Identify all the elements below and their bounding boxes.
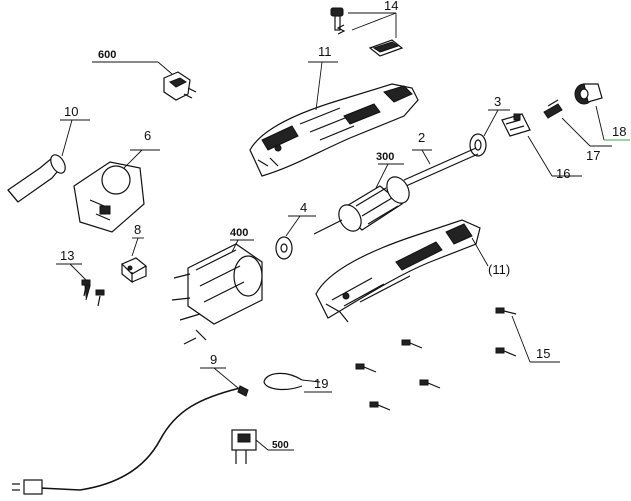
screw-f (369, 401, 391, 411)
label-9: 9 (210, 352, 217, 367)
screw-a (495, 307, 517, 315)
part-16-spindle-lock (501, 113, 582, 177)
label-13: 13 (60, 248, 74, 263)
part-17-collet (543, 99, 612, 147)
label-600: 600 (98, 49, 116, 61)
label-15: 15 (536, 346, 550, 361)
part-9-power-cord (12, 367, 249, 495)
screw-b (495, 347, 517, 357)
part-11-housing-upper (249, 61, 419, 177)
label-300: 300 (376, 151, 394, 163)
part-15-screws (355, 307, 560, 411)
part-11-housing-lower (315, 219, 489, 323)
part-400-stator (171, 239, 263, 345)
label-6: 6 (144, 128, 151, 143)
part-300-armature (313, 163, 410, 235)
part-2-shaft (403, 147, 479, 187)
part-8-terminal (120, 237, 148, 284)
label-18: 18 (612, 124, 626, 139)
label-10: 10 (64, 104, 78, 119)
label-11: 11 (318, 44, 332, 59)
label-400: 400 (230, 227, 248, 239)
screw-d (355, 363, 377, 373)
label-8: 8 (134, 222, 141, 237)
label-19: 19 (314, 376, 328, 391)
screw-c (401, 339, 423, 349)
part-600-plug (92, 61, 197, 101)
part-10-boot (7, 119, 90, 203)
screw-e (419, 379, 441, 389)
part-19-wire-clip (263, 372, 332, 393)
label-4: 4 (300, 200, 307, 215)
label-14: 14 (384, 0, 398, 13)
label-11-lower: (11) (488, 262, 510, 277)
label-500: 500 (272, 440, 289, 451)
part-13-screws (56, 263, 105, 307)
part-6-switch-bracket (73, 149, 160, 233)
label-17: 17 (586, 148, 600, 163)
label-2: 2 (418, 130, 425, 145)
part-500-switch (231, 429, 294, 464)
label-16: 16 (556, 166, 570, 181)
part-18-collet-nut (574, 83, 630, 141)
part-14-brush-set (330, 7, 404, 57)
label-3: 3 (494, 94, 501, 109)
part-3-bearing (469, 109, 510, 157)
part-4-washer (275, 215, 316, 260)
